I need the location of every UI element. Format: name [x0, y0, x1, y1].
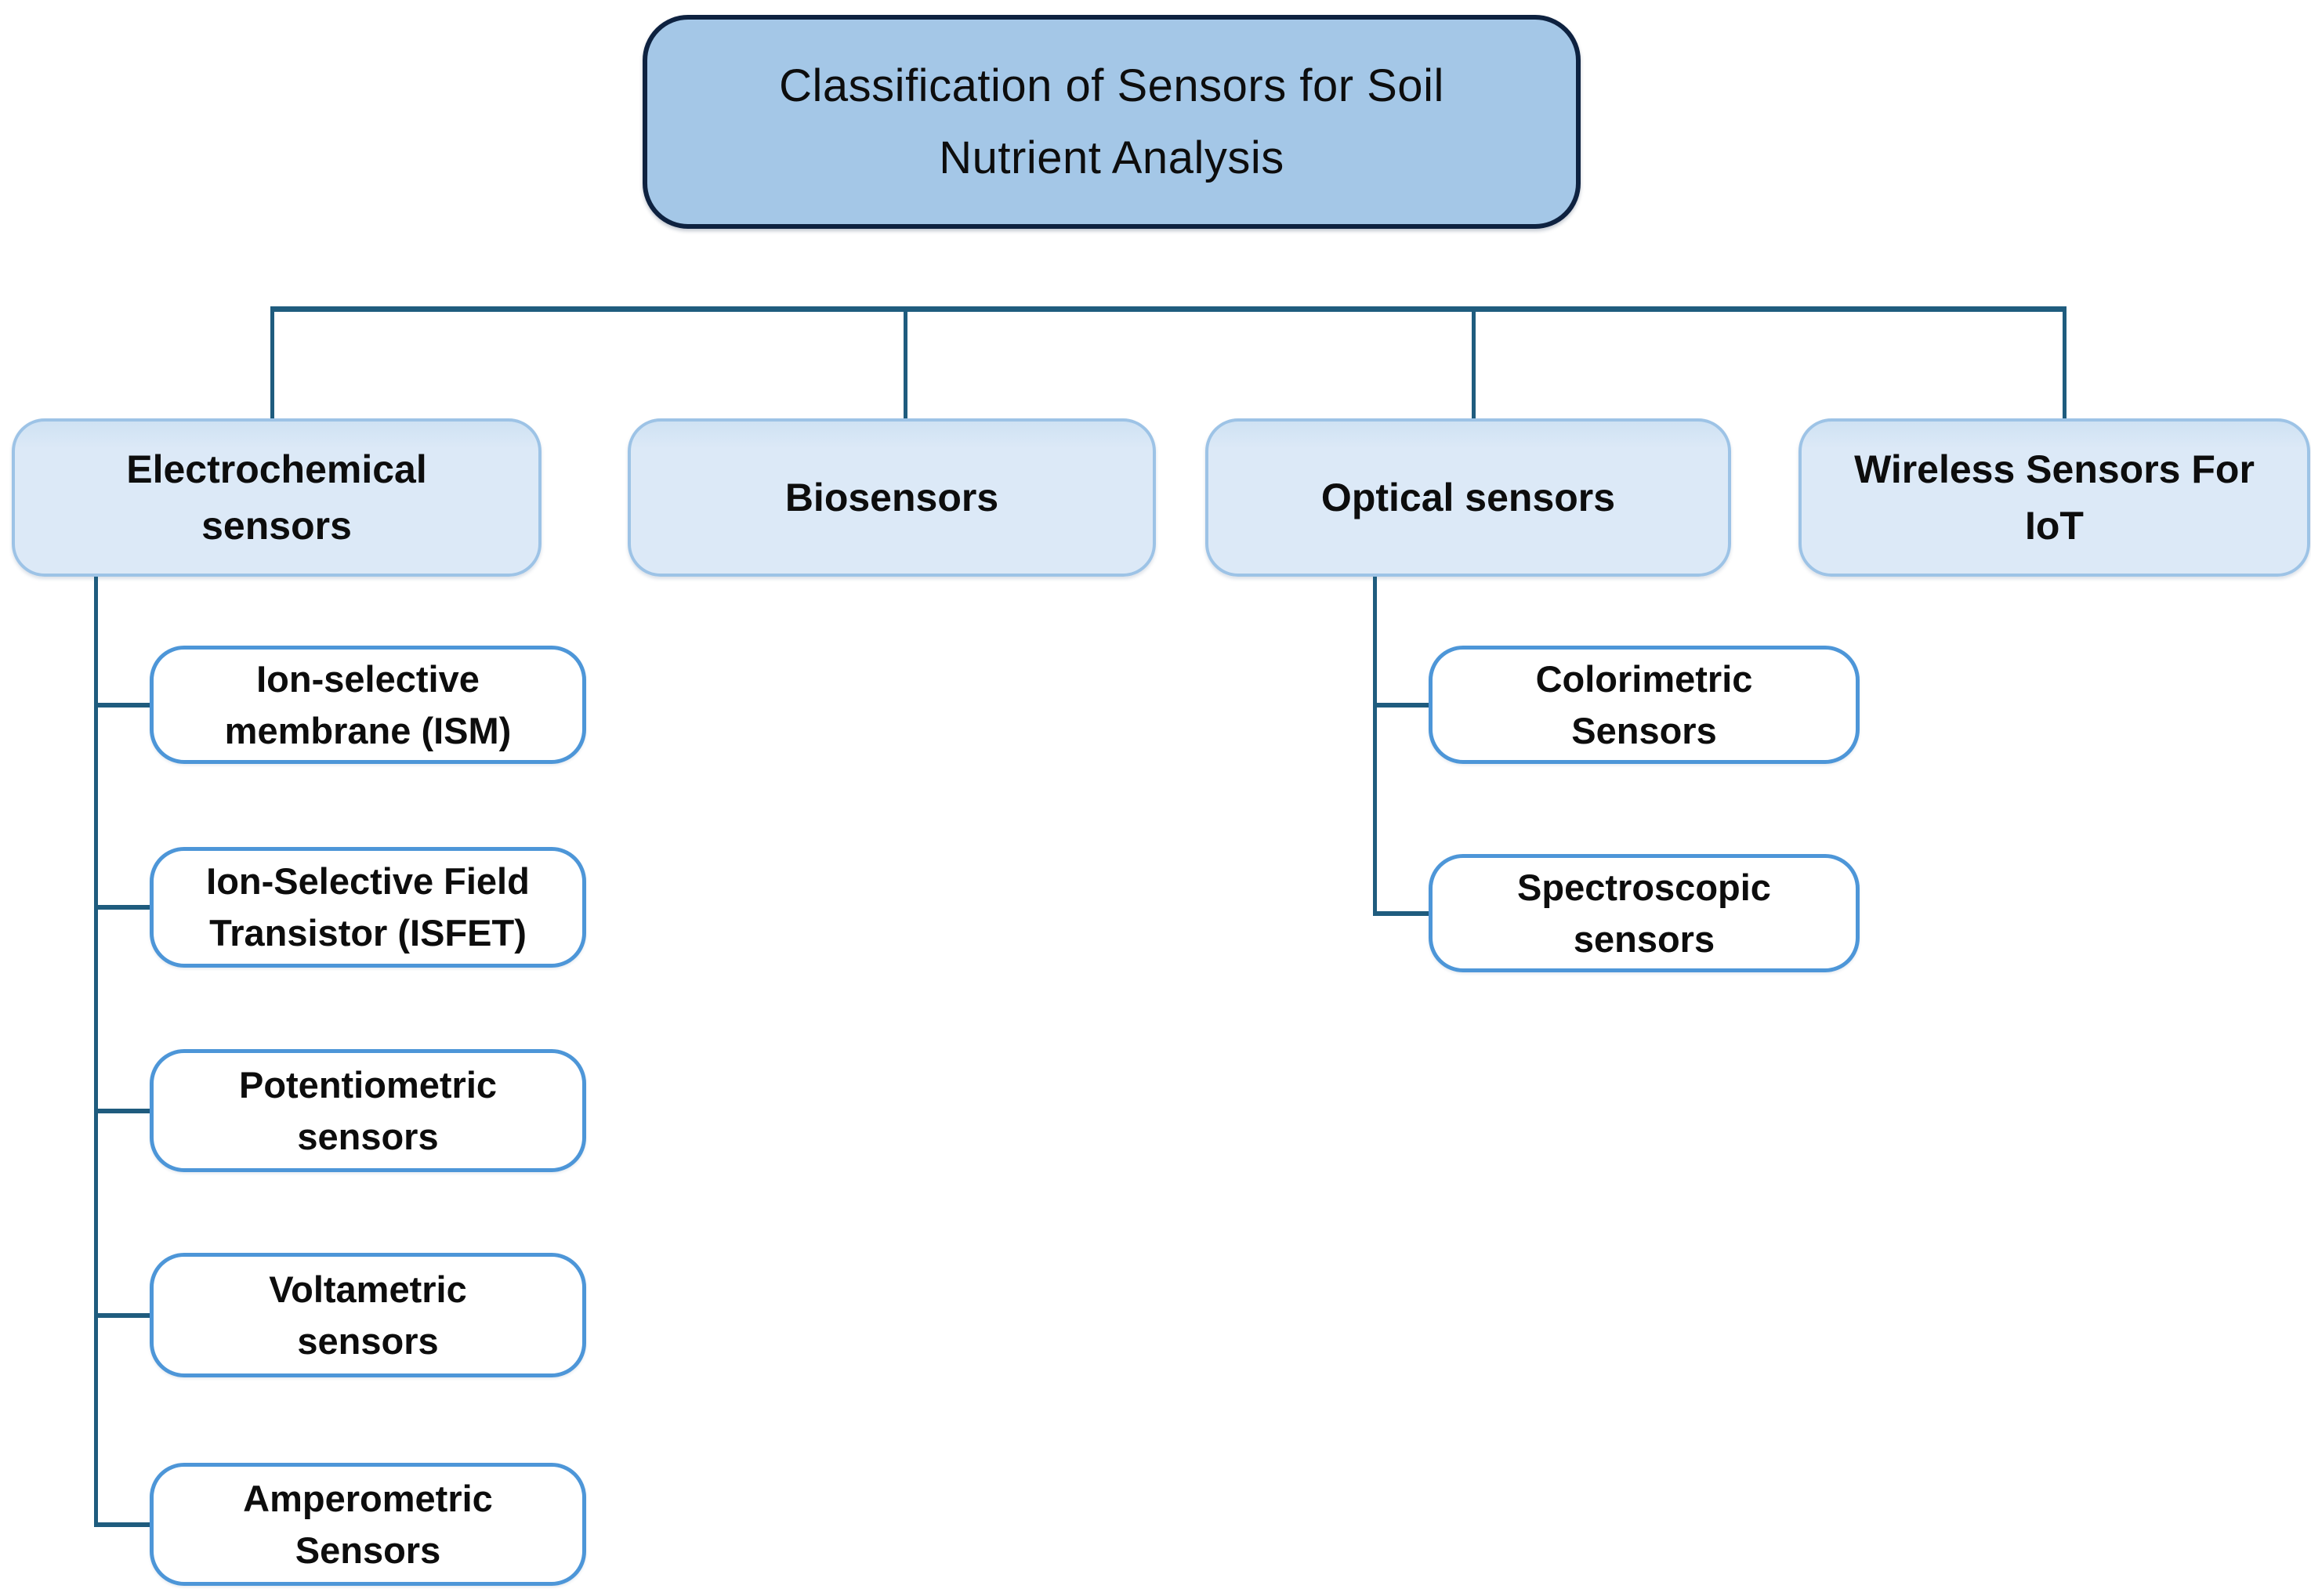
- child-potentiometric-sensors: Potentiometric sensors: [150, 1049, 586, 1172]
- connector-stub-ism: [94, 703, 150, 708]
- connector-stub-voltametric: [94, 1313, 150, 1318]
- category-electrochemical-label: Electrochemical sensors: [126, 447, 427, 548]
- child-voltametric-sensors: Voltametric sensors: [150, 1253, 586, 1377]
- child-spectroscopic-label: Spectroscopic sensors: [1517, 866, 1771, 960]
- connector-stub-colorimetric: [1373, 703, 1429, 708]
- category-biosensors-label: Biosensors: [784, 475, 999, 519]
- connector-stub-amperometric: [94, 1522, 150, 1527]
- category-electrochemical-sensors: Electrochemical sensors: [12, 418, 542, 577]
- child-amperometric-label: Amperometric Sensors: [243, 1477, 493, 1571]
- child-colorimetric-sensors: Colorimetric Sensors: [1429, 646, 1860, 764]
- connector-stub-potentiometric: [94, 1109, 150, 1113]
- category-optical-sensors: Optical sensors: [1205, 418, 1731, 577]
- child-isfet-label: Ion-Selective Field Transistor (ISFET): [206, 860, 530, 954]
- category-optical-label: Optical sensors: [1320, 475, 1616, 519]
- child-amperometric-sensors: Amperometric Sensors: [150, 1463, 586, 1586]
- child-isfet: Ion-Selective Field Transistor (ISFET): [150, 847, 586, 968]
- category-wireless-sensors-iot: Wireless Sensors For IoT: [1798, 418, 2310, 577]
- connector-drop-electrochemical: [270, 309, 274, 418]
- child-ism-label: Ion-selective membrane (ISM): [224, 657, 512, 751]
- connector-top-rail: [270, 306, 2066, 312]
- child-colorimetric-label: Colorimetric Sensors: [1535, 657, 1753, 751]
- child-spectroscopic-sensors: Spectroscopic sensors: [1429, 854, 1860, 972]
- child-voltametric-label: Voltametric sensors: [269, 1268, 467, 1362]
- connector-drop-biosensors: [904, 309, 907, 418]
- child-ion-selective-membrane: Ion-selective membrane (ISM): [150, 646, 586, 764]
- connector-trunk-optical: [1373, 577, 1377, 916]
- child-potentiometric-label: Potentiometric sensors: [238, 1063, 498, 1157]
- title-box: Classification of Sensors for Soil Nutri…: [643, 15, 1581, 229]
- connector-stub-isfet: [94, 905, 150, 910]
- title-text: Classification of Sensors for Soil Nutri…: [779, 60, 1444, 183]
- category-wireless-label: Wireless Sensors For IoT: [1854, 447, 2255, 548]
- category-biosensors: Biosensors: [628, 418, 1156, 577]
- connector-drop-optical: [1472, 309, 1476, 418]
- connector-drop-wireless: [2063, 309, 2066, 418]
- connector-trunk-electrochemical: [94, 577, 98, 1527]
- connector-stub-spectroscopic: [1373, 911, 1429, 916]
